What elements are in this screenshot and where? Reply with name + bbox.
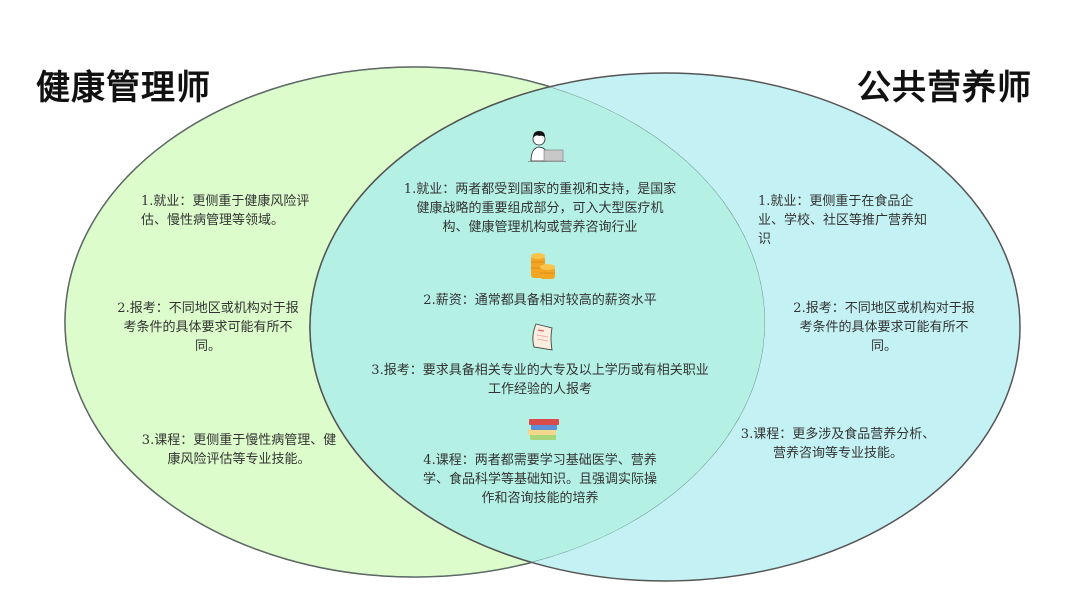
overlap-item-course: 4.课程：两者都需要学习基础医学、营养 学、食品科学等基础知识。且强调实际操 作… (422, 453, 657, 506)
right-item-exam: 2.报考：不同地区或机构对于报 考条件的具体要求可能有所不 同。 (793, 301, 975, 354)
left-item-employment: 1.就业：更侧重于健康风险评 估、慢性病管理等领域。 (141, 194, 310, 228)
overlap-item-exam: 3.报考：要求具备相关专业的大专及以上学历或有相关职业 工作经验的人报考 (371, 363, 709, 397)
left-item-exam: 2.报考：不同地区或机构对于报 考条件的具体要求可能有所不 同。 (117, 301, 299, 354)
coins-icon (531, 253, 555, 279)
right-item-course: 3.课程：更多涉及食品营养分析、 营养咨询等专业技能。 (740, 427, 936, 461)
left-title: 健康管理师 (36, 68, 211, 108)
right-item-employment: 1.就业：更侧重于在食品企 业、学校、社区等推广营养知 识 (758, 194, 928, 247)
left-item-course: 3.课程：更侧重于慢性病管理、健 康风险评估等专业技能。 (141, 433, 337, 467)
overlap-item-salary: 2.薪资：通常都具备相对较高的薪资水平 (423, 293, 657, 308)
person-laptop-icon (528, 131, 566, 162)
overlap-item-employment: 1.就业：两者都受到国家的重视和支持，是国家 健康战略的重要组成部分，可入大型医… (403, 182, 677, 235)
books-icon (528, 419, 559, 440)
overlap-region (310, 73, 765, 577)
right-title: 公共营养师 (857, 68, 1032, 108)
certificate-icon (532, 323, 553, 351)
